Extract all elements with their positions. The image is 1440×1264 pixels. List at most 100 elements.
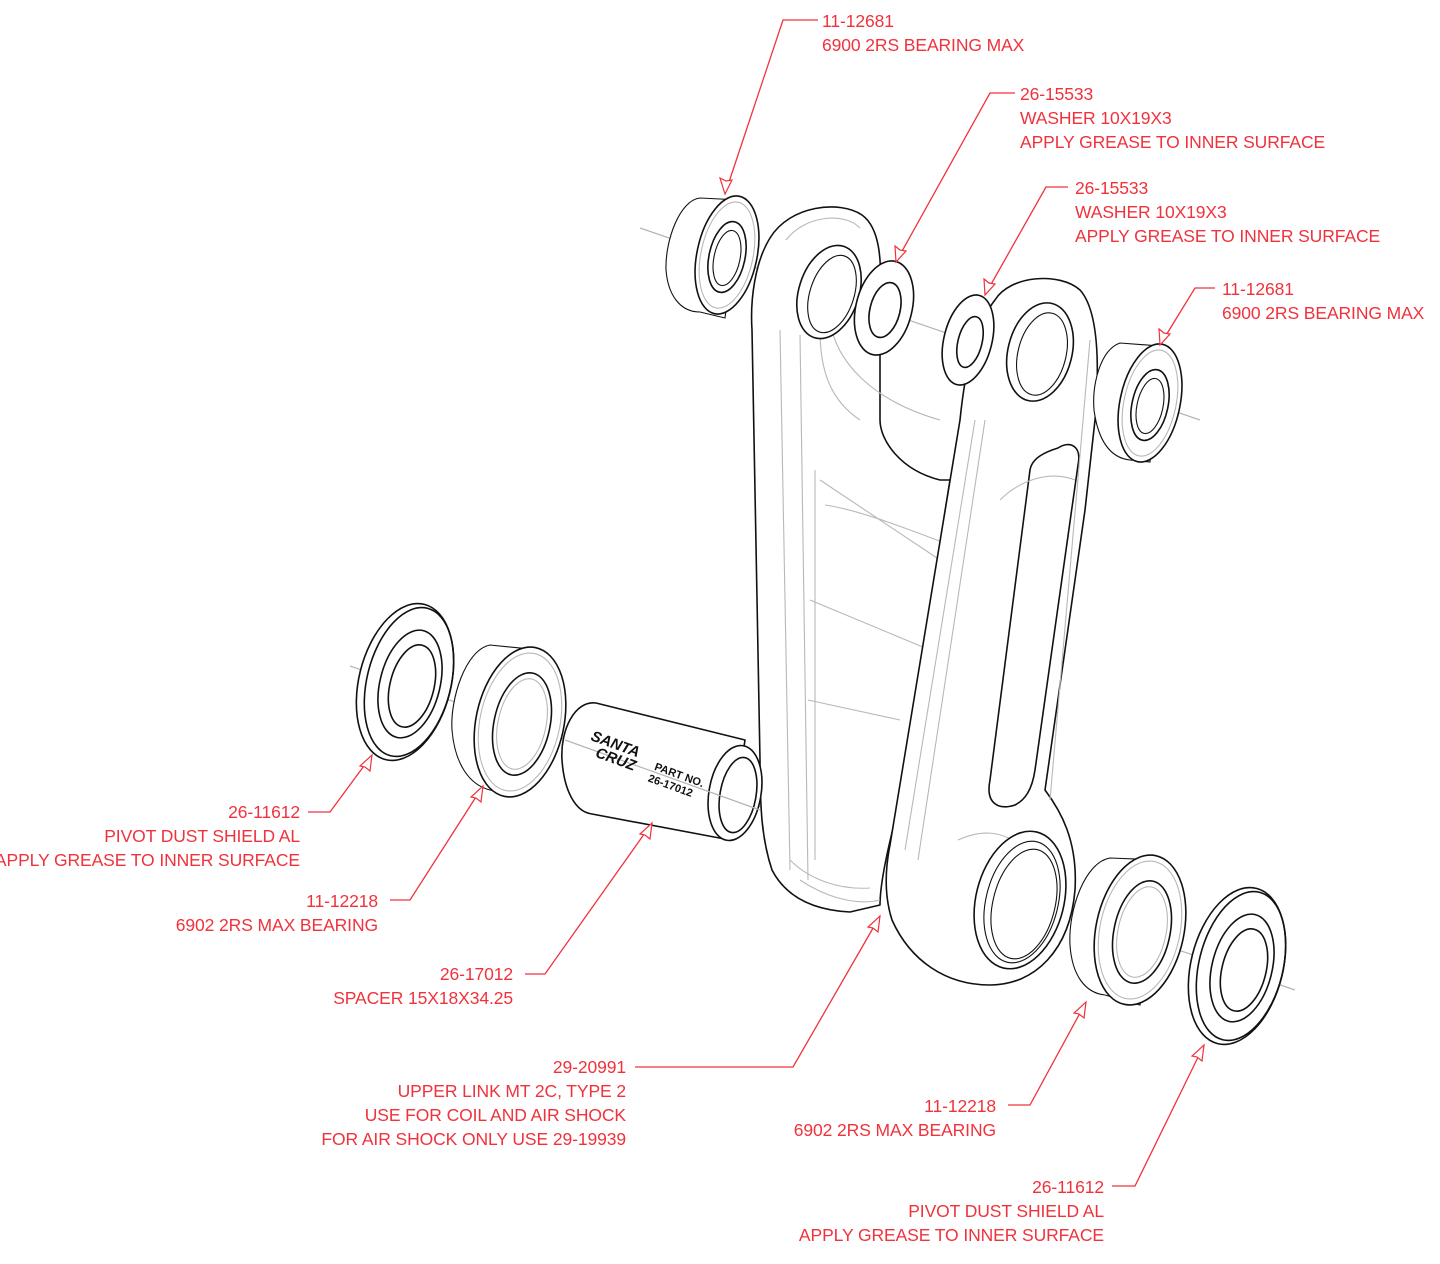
spacer-end-face xyxy=(707,744,763,842)
washer-upper-left xyxy=(853,260,915,356)
leader-arrowhead-icon xyxy=(983,277,997,297)
bearing-lower-left-face xyxy=(473,646,567,798)
leader-arrowhead-icon xyxy=(1158,327,1172,347)
link-upper-right-eye-inner xyxy=(1016,312,1068,396)
dust-shield-right-bore xyxy=(1219,928,1269,1012)
callout-part-number: 26-15533 xyxy=(1020,84,1094,104)
spacer-end-bore xyxy=(718,756,758,834)
link-left-arm-facet xyxy=(779,217,941,903)
link-right-arm-slot xyxy=(988,443,1080,808)
leader-dust-shield-right xyxy=(1112,1044,1205,1187)
callout-part-number: 11-12681 xyxy=(1222,279,1294,299)
dust-shield-right-step xyxy=(1209,913,1275,1023)
link-left-arm-facet-2 xyxy=(789,319,951,889)
washer-upper-right-face xyxy=(941,294,995,386)
callout-description: 6902 2RS MAX BEARING xyxy=(175,915,378,935)
callout-description: 6902 2RS MAX BEARING xyxy=(793,1120,996,1140)
callout-washer-upper-right: 26-15533 WASHER 10X19X3 APPLY GREASE TO … xyxy=(1075,176,1380,248)
link-lower-eye xyxy=(973,830,1067,970)
leader-arrowhead-icon xyxy=(1072,1000,1087,1020)
bearing-upper-right xyxy=(1093,342,1183,463)
washer-upper-left-bore xyxy=(868,281,902,339)
leader-washer-upper-right xyxy=(984,186,1068,296)
upper-link xyxy=(750,206,1099,986)
bearing-upper-right-inner-race xyxy=(1130,368,1170,442)
callout-description: PIVOT DUST SHIELD AL xyxy=(104,826,300,846)
callout-upper-link: 29-20991 UPPER LINK MT 2C, TYPE 2 USE FO… xyxy=(321,1055,626,1151)
dust-shield-right-face xyxy=(1195,890,1287,1042)
bearing-upper-left xyxy=(665,195,760,319)
leader-arrowhead-icon xyxy=(358,753,373,773)
callout-description: WASHER 10X19X3 xyxy=(1075,202,1227,222)
spacer-axis xyxy=(564,739,761,811)
leader-bearing-lower-right xyxy=(1008,1001,1087,1106)
dust-shield-right xyxy=(1187,886,1287,1046)
callout-bearing-upper-right: 11-12681 6900 2RS BEARING MAX xyxy=(1222,277,1424,325)
bearing-upper-left-inner-race xyxy=(707,220,747,294)
callout-dust-shield-left: 26-11612 PIVOT DUST SHIELD AL APPLY GREA… xyxy=(0,800,300,872)
callout-part-number: 11-12218 xyxy=(924,1096,996,1116)
link-lower-eye-inner xyxy=(983,840,1061,964)
leader-bearing-lower-left xyxy=(390,785,484,901)
bearing-lower-left xyxy=(451,644,567,798)
callout-note: FOR AIR SHOCK ONLY USE 29-19939 xyxy=(321,1129,626,1149)
bearing-lower-left-bore-seal xyxy=(496,678,548,770)
dust-shield-left-step xyxy=(377,629,443,739)
washer-upper-right-bore xyxy=(955,315,985,369)
washer-upper-right xyxy=(941,294,995,386)
callout-part-number: 26-11612 xyxy=(1032,1177,1104,1197)
callout-note: APPLY GREASE TO INNER SURFACE xyxy=(798,1225,1104,1245)
callout-note: APPLY GREASE TO INNER SURFACE xyxy=(0,850,300,870)
leader-arrowhead-icon xyxy=(866,914,881,934)
callout-note: APPLY GREASE TO INNER SURFACE xyxy=(1075,226,1381,246)
callout-description: SPACER 15X18X34.25 xyxy=(333,988,513,1008)
link-right-arm xyxy=(885,277,1099,986)
link-right-arm-facet xyxy=(904,339,1091,861)
bearing-lower-right-inner-race xyxy=(1111,880,1173,984)
dust-shield-left-rim xyxy=(355,602,455,762)
callout-description: PIVOT DUST SHIELD AL xyxy=(908,1201,1104,1221)
leader-bearing-upper-right xyxy=(1159,287,1215,346)
leader-arrowhead-icon xyxy=(719,176,734,196)
bearing-lower-left-seal xyxy=(477,652,563,792)
leader-washer-upper-left xyxy=(895,92,1015,263)
bearing-lower-right xyxy=(1069,854,1187,1006)
callout-note: APPLY GREASE TO INNER SURFACE xyxy=(1020,132,1326,152)
bearing-upper-left-seal xyxy=(698,201,756,309)
callout-description: WASHER 10X19X3 xyxy=(1020,108,1172,128)
callout-spacer: 26-17012 SPACER 15X18X34.25 xyxy=(333,962,513,1010)
leader-arrowhead-icon xyxy=(1190,1043,1205,1063)
bearing-lower-right-face xyxy=(1093,854,1187,1006)
callout-bearing-upper-left: 11-12681 6900 2RS BEARING MAX xyxy=(822,9,1024,57)
spacer: SANTA CRUZ PART NO. 26-17012 xyxy=(561,702,763,842)
leader-arrowhead-icon xyxy=(894,244,908,264)
bearing-lower-right-bore-seal xyxy=(1116,886,1168,978)
callout-washer-upper-left: 26-15533 WASHER 10X19X3 APPLY GREASE TO … xyxy=(1020,82,1325,154)
link-upper-right-eye xyxy=(1005,302,1075,402)
bearing-upper-left-bore xyxy=(712,229,742,287)
callout-bearing-lower-right: 11-12218 6902 2RS MAX BEARING xyxy=(794,1094,996,1142)
leader-arrowhead-icon xyxy=(469,784,484,804)
link-upper-left-eye-inner xyxy=(807,254,857,334)
dust-shield-left-bore xyxy=(387,644,437,728)
callout-note: USE FOR COIL AND AIR SHOCK xyxy=(364,1105,626,1125)
leader-arrowhead-icon xyxy=(638,821,653,841)
callout-part-number: 26-17012 xyxy=(439,964,513,984)
callout-part-number: 26-11612 xyxy=(228,802,300,822)
callout-part-number: 29-20991 xyxy=(552,1057,626,1077)
bearing-upper-right-seal xyxy=(1121,349,1179,457)
bearing-lower-left-inner-race xyxy=(491,672,553,776)
dust-shield-right-rim xyxy=(1187,886,1287,1046)
callout-leaders xyxy=(308,19,1215,1187)
dust-shield-left xyxy=(355,602,455,762)
leader-spacer xyxy=(525,822,653,975)
callout-part-number: 26-15533 xyxy=(1075,178,1149,198)
leader-bearing-upper-left xyxy=(724,19,818,195)
callout-part-number: 11-12218 xyxy=(306,891,378,911)
leader-dust-shield-left xyxy=(308,754,373,813)
dust-shield-left-face xyxy=(363,606,455,758)
callout-part-number: 11-12681 xyxy=(822,11,894,31)
callout-dust-shield-right: 26-11612 PIVOT DUST SHIELD AL APPLY GREA… xyxy=(799,1175,1104,1247)
link-lower-eye-inner-2 xyxy=(990,848,1058,960)
